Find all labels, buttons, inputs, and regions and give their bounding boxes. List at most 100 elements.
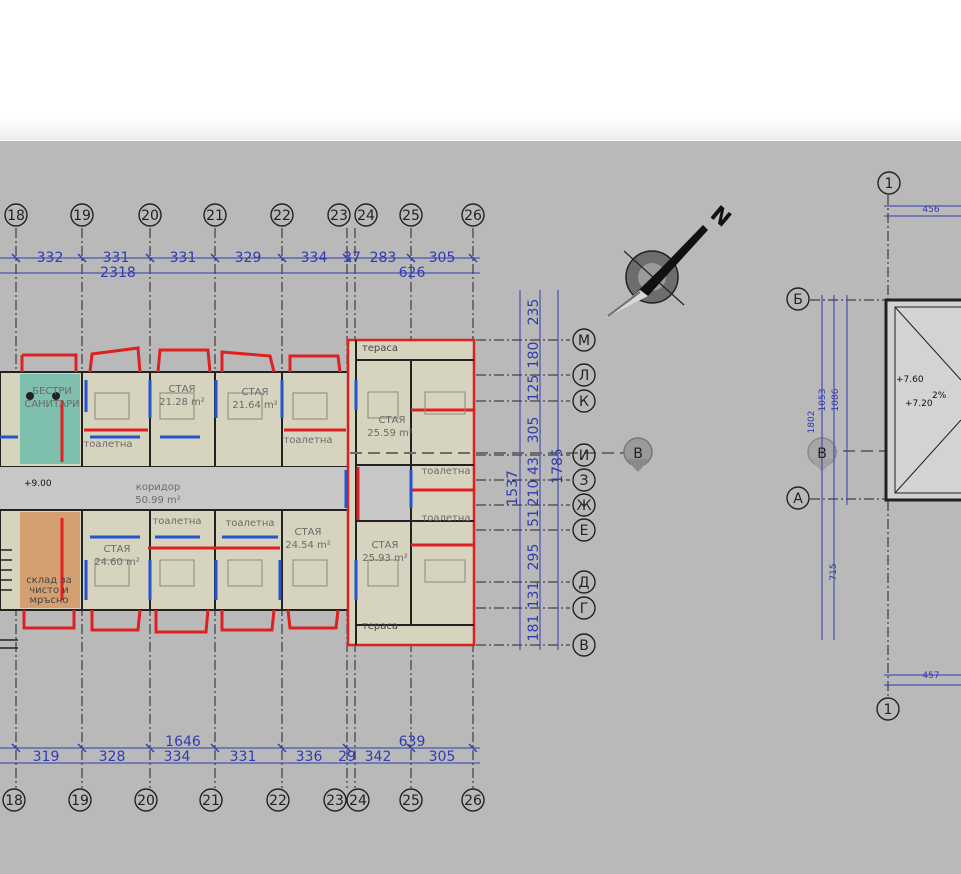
axis-bubble-top: 22 (273, 208, 291, 224)
axis-bubble-bottom-circle (2, 788, 26, 812)
dimension-top: 332 (37, 250, 64, 266)
axis-bubble-bottom-circle (68, 788, 92, 812)
right-corridor (356, 465, 411, 521)
corridor-area: 50.99 m² (135, 495, 181, 506)
axis-bubble-right-circle (572, 518, 596, 542)
sanitary-label: САНИТАРИ (24, 399, 79, 410)
axis-bubble-top-circle (138, 203, 162, 227)
axis-bubble-bottom: 22 (269, 793, 287, 809)
detail-axis-bubble: 1 (885, 176, 894, 192)
dimension-bottom: 328 (99, 749, 126, 765)
dimension-vertical: 125 (526, 375, 542, 402)
dimension-bottom: 305 (429, 749, 456, 765)
sheet-margin (0, 0, 961, 140)
storage-label: мръсно (29, 595, 68, 606)
axis-bubble-right: Е (580, 523, 589, 539)
terrace-label: тераса (362, 343, 398, 354)
detail-dimension: 1053 (818, 389, 828, 412)
axis-bubble-right-circle (572, 468, 596, 492)
room-name: СТАЯ (104, 544, 131, 555)
room-name: СТАЯ (295, 527, 322, 538)
detail-axis-bubble-circle (876, 697, 900, 721)
axis-bubble-top: 23 (330, 208, 348, 224)
dimension-vertical: 51 (526, 509, 542, 527)
axis-bubble-right-circle (572, 596, 596, 620)
dimension-top-total: 626 (399, 265, 426, 281)
axis-bubble-top-circle (70, 203, 94, 227)
detail-level: +7.60 (896, 375, 924, 385)
axis-bubble-right: Г (580, 601, 589, 617)
detail-axis-bubble-circle (786, 287, 810, 311)
axis-bubble-right: Ж (576, 498, 591, 514)
axis-bubble-top: 26 (464, 208, 482, 224)
axis-bubble-bottom-circle (346, 788, 370, 812)
axis-bubble-right-circle (572, 443, 596, 467)
storage-label: склад за (26, 575, 72, 586)
room-area: 24.60 m² (94, 557, 140, 568)
dimension-vertical: 181 (526, 615, 542, 642)
axis-bubble-bottom: 18 (5, 793, 23, 809)
dimension-vertical: 131 (526, 582, 542, 609)
axis-bubble-right-circle (572, 363, 596, 387)
axis-bubble-right-circle (572, 389, 596, 413)
toilet-label: тоалетна (83, 439, 132, 450)
axis-bubble-bottom: 24 (349, 793, 367, 809)
axis-bubble-right-circle (572, 493, 596, 517)
terrace-label: тераса (362, 621, 398, 632)
storage-room (20, 512, 80, 608)
dimension-bottom-total: 1646 (165, 734, 201, 750)
detail-level: +7.20 (905, 399, 933, 409)
axis-bubble-bottom-circle (199, 788, 223, 812)
dimension-top-total: 2318 (100, 265, 136, 281)
axis-bubble-bottom-circle (399, 788, 423, 812)
room-name: СТАЯ (169, 384, 196, 395)
axis-bubble-bottom: 21 (202, 793, 220, 809)
dimension-top: 329 (235, 250, 262, 266)
room-area: 25.59 m² (367, 428, 413, 439)
axis-bubble-top-circle (461, 203, 485, 227)
toilet-label: тоалетна (421, 466, 470, 477)
dimension-bottom: 319 (33, 749, 60, 765)
dimension-vertical: 305 (526, 417, 542, 444)
axis-bubble-right: З (580, 473, 589, 489)
dimension-bottom: 342 (365, 749, 392, 765)
room-name: СТАЯ (372, 540, 399, 551)
north-arrow-icon (605, 225, 708, 318)
dimension-bottom: 334 (164, 749, 191, 765)
level-mark: +9.00 (24, 479, 52, 489)
section-mark-label: В (633, 446, 643, 462)
toilet-label: тоалетна (283, 435, 332, 446)
sanitary-label: БЕСТРИ (32, 386, 72, 397)
toilet-label: тоалетна (421, 513, 470, 524)
axis-bubble-bottom-circle (266, 788, 290, 812)
dimension-vertical: 180 (526, 342, 542, 369)
corridor (0, 467, 348, 510)
detail-axis-bubble-circle (877, 171, 901, 195)
detail-axis-bubble-circle (786, 486, 810, 510)
detail-axis-bubble: 1 (884, 702, 893, 718)
dimension-top: 331 (170, 250, 197, 266)
axis-bubble-right: И (579, 448, 589, 464)
axis-bubble-right-circle (572, 570, 596, 594)
dimension-bottom: 331 (230, 749, 257, 765)
corridor-name: коридор (136, 482, 180, 493)
dimension-vertical-total: 1785 (550, 448, 566, 484)
axis-bubble-top-circle (4, 203, 28, 227)
dimension-vertical-total: 1537 (505, 470, 521, 506)
axis-bubble-bottom-circle (323, 788, 347, 812)
axis-bubble-right: В (579, 638, 589, 654)
axis-bubble-bottom: 25 (402, 793, 420, 809)
axis-bubble-bottom: 23 (326, 793, 344, 809)
building (0, 338, 476, 649)
axis-bubble-bottom: 26 (464, 793, 482, 809)
axis-bubble-bottom: 19 (71, 793, 89, 809)
axis-bubble-top: 21 (206, 208, 224, 224)
dimension-top: 334 (301, 250, 328, 266)
axis-bubble-right: Д (579, 575, 590, 591)
detail-dimension: 715 (829, 563, 839, 580)
detail-axis-bubble: Б (793, 292, 803, 308)
axis-bubble-top: 19 (73, 208, 91, 224)
dimension-vertical: 295 (526, 544, 542, 571)
axis-bubble-top-circle (270, 203, 294, 227)
